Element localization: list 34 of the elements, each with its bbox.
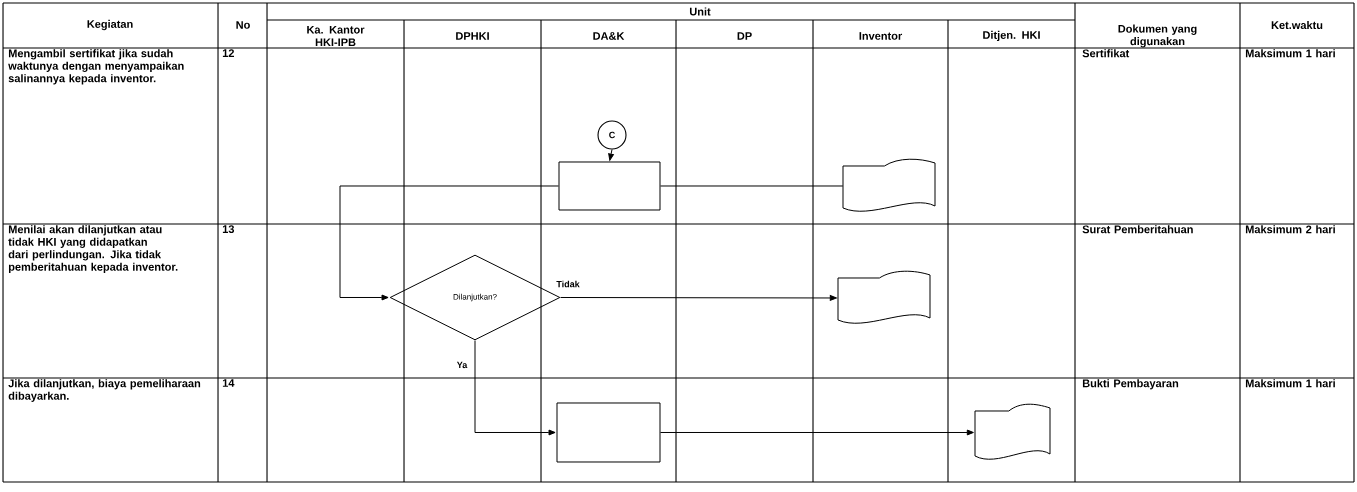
document-shape [974, 403, 1051, 460]
table-cell-text: Maksimum 1 hari [1245, 49, 1335, 58]
table-cell-text: Mengambil sertifikat jika sudah waktunya dengan menyampaikan salinannya kepada inventor. [8, 49, 184, 85]
table-cell-text: 12 [222, 49, 234, 57]
table-cell-text: Sertifikat [1082, 49, 1130, 58]
arrow [474, 340, 556, 436]
column-header: Unit [689, 7, 711, 16]
arrow [608, 149, 614, 161]
column-header: No [236, 21, 250, 29]
column-header: Dokumen yang digunakan [1118, 24, 1197, 48]
table-cell-text: Maksimum 2 hari [1245, 225, 1335, 234]
table-cell-text: 13 [222, 225, 235, 233]
column-header: Kegiatan [87, 19, 133, 31]
document-shape [837, 270, 931, 324]
arrow [660, 429, 974, 436]
table-cell-text: Menilai akan dilanjutkan atau tidak HKI yang didapatkan dari perlindungan. Jika tidak pemberitahuan kepada inventor. [8, 225, 178, 273]
column-header: Ka. Kantor HKI-IPB [307, 25, 365, 47]
process-box [556, 402, 661, 463]
column-header: DA&K [593, 32, 625, 40]
column-header: Inventor [859, 32, 903, 40]
column-header: Ket.waktu [1271, 20, 1323, 30]
column-header: DPHKI [456, 32, 489, 40]
arrow [339, 185, 559, 301]
column-header: Ditjen. HKI [983, 30, 1040, 42]
table-cell-text: Bukti Pembayaran [1082, 379, 1179, 390]
table-cell-text: Surat Pemberitahuan [1082, 225, 1193, 234]
arrow [560, 295, 837, 301]
column-header: DP [737, 32, 752, 40]
table-cell-text: 14 [222, 379, 235, 387]
document-shape [842, 158, 936, 212]
edge-label: Ya [455, 360, 469, 370]
process-box [558, 161, 661, 211]
table-cell-text: Maksimum 1 hari [1245, 379, 1335, 388]
table-cell-text: Jika dilanjutkan, biaya pemeliharaan dibayarkan. [8, 379, 201, 402]
